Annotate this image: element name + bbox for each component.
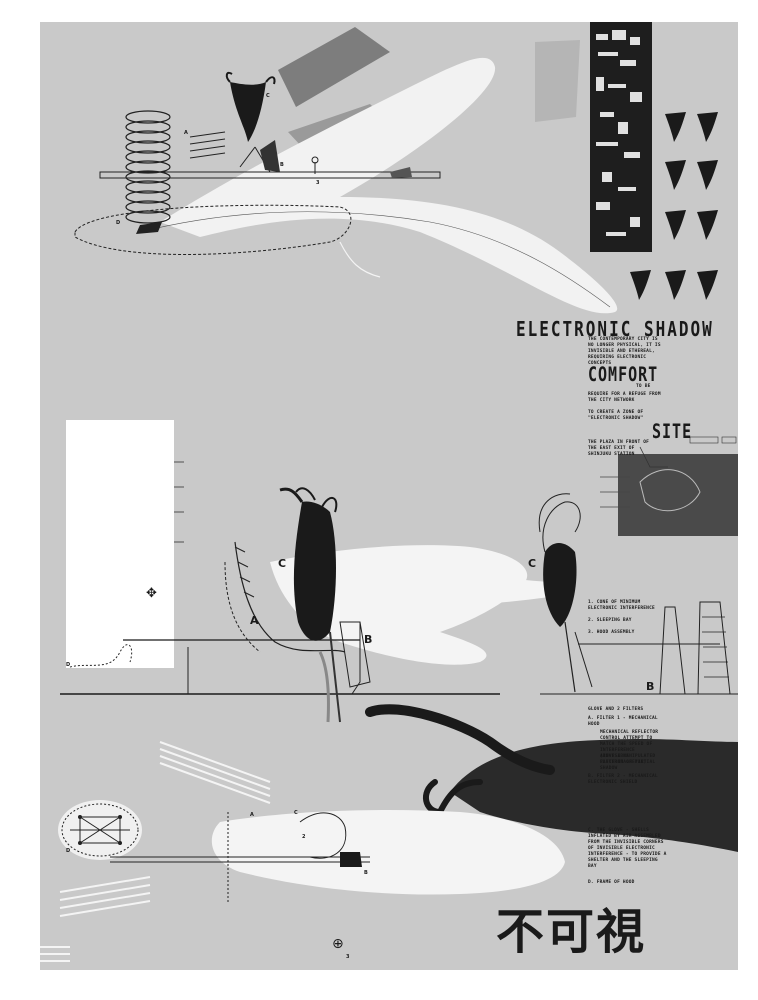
figure-right <box>543 543 577 627</box>
gloves-heading: GLOVE AND 2 FILTERS <box>588 707 644 712</box>
north-arrow-icon: ⊕ <box>332 936 344 952</box>
page-number: 3 <box>346 954 350 960</box>
filter1-extra: ABOVE A MANIPULATED PATTERNS OF PARTIAL … <box>600 754 656 771</box>
site-map <box>618 454 738 536</box>
comfort-line2: REQUIRE FOR A REFUGE FROM THE CITY NETWO… <box>588 392 661 403</box>
legend-item: 2. SLEEPING BAY <box>588 618 632 623</box>
callout-b-bottom: B <box>364 870 368 876</box>
drawing-sheet: ELECTRONIC SHADOW THE CONTEMPORARY CITY … <box>40 22 738 970</box>
intro-text: THE CONTEMPORARY CITY IS NO LONGER PHYSI… <box>588 337 661 366</box>
move-arrows-icon: ✥ <box>146 586 157 601</box>
figure-top <box>230 82 266 142</box>
filter2-title: B. FILTER 2 - MECHANICAL ELECTRONIC SHIE… <box>588 774 658 785</box>
site-heading: SITE <box>652 420 693 444</box>
oval-track-top <box>74 204 352 255</box>
legend-item: 1. CONE OF MINIMUM ELECTRONIC INTERFEREN… <box>588 600 655 611</box>
comfort-heading: COMFORT <box>588 363 659 387</box>
frame-label: D. FRAME OF HOOD <box>588 880 635 885</box>
legend-item: 3. HOOD ASSEMBLY <box>588 630 635 635</box>
callout-c-bottom: C <box>294 810 298 816</box>
spiral-coil <box>125 110 171 224</box>
callout-d-top: D <box>116 220 121 226</box>
legend-c: 1. CONE OF MINIMUM ELECTRONIC INTERFEREN… <box>588 600 666 642</box>
comfort-line3: TO CREATE A ZONE OF "ELECTRONIC SHADOW" <box>588 410 644 421</box>
white-swoosh-bottom <box>211 810 565 895</box>
callout-3-top: 3 <box>316 180 320 186</box>
callout-a-main: A <box>250 614 259 627</box>
callout-b-top: B <box>280 162 284 168</box>
callout-b-right: B <box>646 680 655 693</box>
site-description: THE PLAZA IN FRONT OF THE EAST EXIT OF S… <box>588 440 650 457</box>
pale-rectangle <box>535 40 580 122</box>
callout-2-bottom: 2 <box>302 834 306 840</box>
white-panel <box>66 420 174 668</box>
white-swoosh-top <box>160 57 618 314</box>
callout-a-top: A <box>184 130 188 136</box>
city-photo-strip <box>590 22 652 252</box>
callout-c-right: C <box>528 557 537 570</box>
callout-a-bottom: A <box>250 812 254 818</box>
callout-c-main: C <box>278 557 287 570</box>
filter1-body: MECHANICAL REFLECTOR CONTROL ATTEMPT TO … <box>600 730 659 765</box>
glove-description: C. THE GLOVE - SHELLS INFLATED BY AIR AS… <box>588 828 667 869</box>
glove-shadow <box>450 739 738 852</box>
kanji-title: 不可視 <box>496 904 647 960</box>
callout-d-bottom: D <box>66 848 71 854</box>
comfort-line1: TO BE <box>636 384 651 389</box>
callout-b-main: B <box>364 633 373 646</box>
architectural-drawing <box>40 22 738 962</box>
grey-strip-top <box>278 27 390 107</box>
title-electronic-shadow: ELECTRONIC SHADOW <box>516 317 714 341</box>
figure-main <box>293 501 336 641</box>
callout-c-top: C <box>266 93 270 99</box>
filter1-title: A. FILTER 1 - MECHANICAL HOOD <box>588 716 658 727</box>
callout-d-main: D <box>66 662 71 668</box>
figure-grid <box>630 112 718 300</box>
